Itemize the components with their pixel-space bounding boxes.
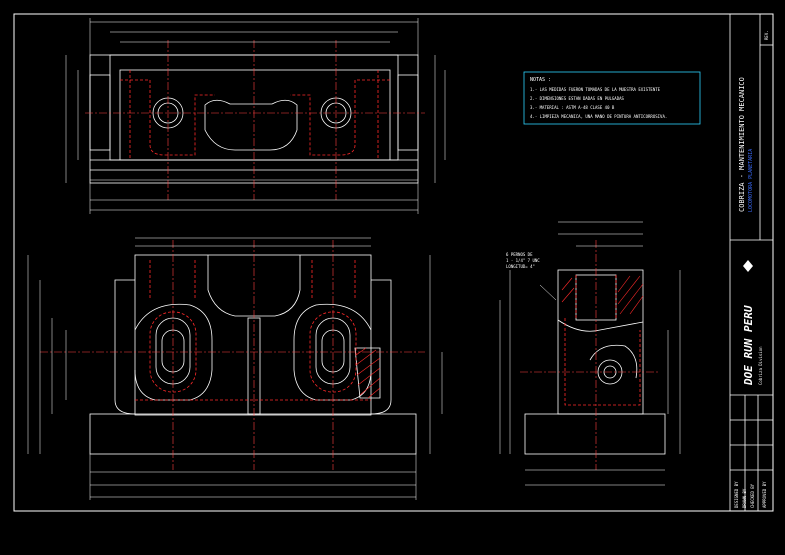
front-view-hatch: [355, 347, 381, 399]
side-view-dimensions: [499, 221, 681, 486]
row-drawn-by: DRAWN BY: [742, 488, 747, 508]
notes-heading: NOTAS :: [530, 77, 551, 83]
front-view: [89, 254, 417, 455]
row-approved-by: APPROVED BY: [762, 481, 767, 508]
top-view-hidden: [120, 70, 390, 160]
bolt-callout-line3: LONGITUD= 4": [506, 264, 535, 269]
row-designed-by: DESIGNED BY: [734, 481, 739, 508]
side-view-hatch: [561, 275, 644, 315]
note-2: 2.- DIMENSIONES ESTAN DADAS EN PULGADAS: [530, 96, 625, 101]
top-view-centerlines: [85, 40, 425, 200]
title-block: [729, 13, 774, 512]
company-logo-icon: [743, 260, 753, 272]
note-3: 3.- MATERIAL : ASTM A-48 CLASE 40 B: [530, 105, 615, 110]
side-view-hidden: [564, 275, 641, 406]
row-checked-by: CHECKED BY: [750, 483, 755, 508]
company-logo-text: DOE RUN PERU: [742, 305, 755, 386]
company-tagline: Cobriza Division: [758, 346, 763, 385]
rev-label: REV.: [764, 30, 769, 40]
front-view-dimensions: [27, 237, 443, 500]
side-view: [524, 269, 666, 455]
bolt-callout-line1: 6 PERNOS DE: [506, 252, 533, 257]
note-4: 4.- LIMPIEZA MECANICA, UNA MANO DE PINTU…: [530, 114, 667, 119]
side-view-centerlines: [520, 240, 660, 470]
notes-box: [523, 71, 701, 125]
title-main: COBRIZA - MANTENIMIENTO MECANICO: [738, 77, 746, 212]
title-subtitle: LOCOMOTORA PLANETARIA: [748, 149, 754, 212]
note-1: 1.- LAS MEDIDAS FUERON TOMADAS DE LA MUE…: [530, 87, 661, 92]
front-view-centerlines: [40, 240, 425, 470]
top-view-dimensions: [65, 18, 446, 214]
bolt-callout-line2: 1 - 1/4" 7 UNC: [506, 258, 540, 263]
